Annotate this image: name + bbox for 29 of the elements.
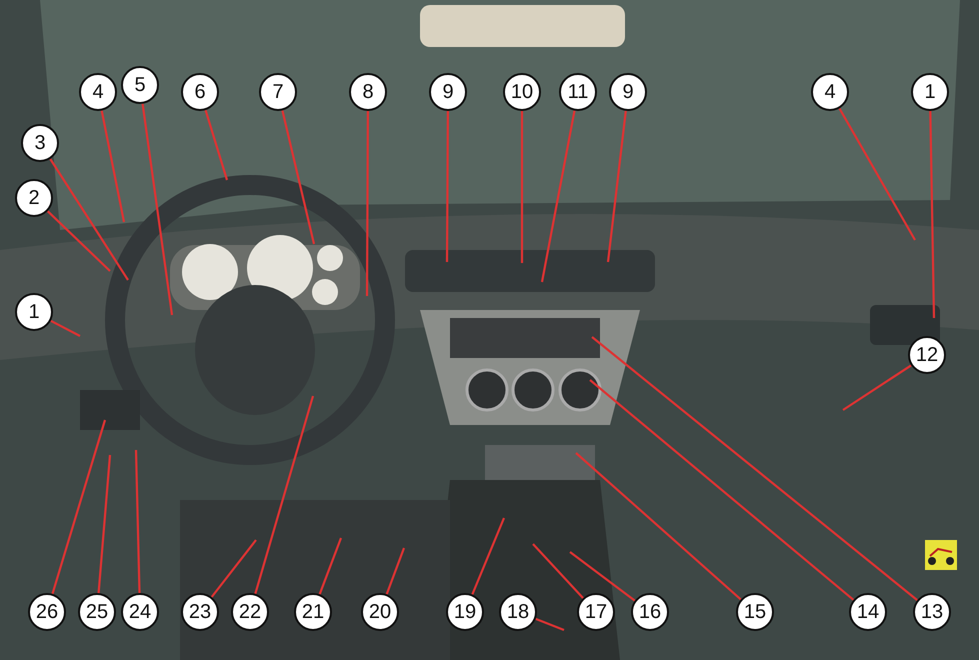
leader-line xyxy=(520,111,524,263)
leader-line xyxy=(606,110,627,262)
leader-line xyxy=(471,518,506,595)
leader-line xyxy=(386,548,406,595)
leader-line xyxy=(446,111,449,262)
leader-line xyxy=(366,111,369,296)
leader-line xyxy=(50,320,80,337)
leader-line xyxy=(532,543,584,599)
leader-line xyxy=(204,110,228,180)
leader-line xyxy=(540,110,576,282)
leader-line xyxy=(254,396,314,594)
leader-line xyxy=(591,336,918,601)
leader-line xyxy=(535,618,564,632)
leader-line xyxy=(51,420,106,594)
leader-line xyxy=(134,450,141,594)
leader-line xyxy=(589,379,854,601)
leader-line xyxy=(49,158,129,281)
leader-line xyxy=(142,104,174,316)
leader-line xyxy=(100,110,126,222)
leader-line xyxy=(569,551,636,602)
leader-line xyxy=(210,539,257,598)
leader-line xyxy=(46,210,111,272)
leader-line xyxy=(842,364,912,411)
leader-line xyxy=(98,454,112,594)
leader-line xyxy=(575,452,742,600)
leader-line xyxy=(838,108,916,241)
leader-line xyxy=(281,110,316,244)
leader-line xyxy=(929,110,936,318)
leader-line xyxy=(318,538,342,595)
